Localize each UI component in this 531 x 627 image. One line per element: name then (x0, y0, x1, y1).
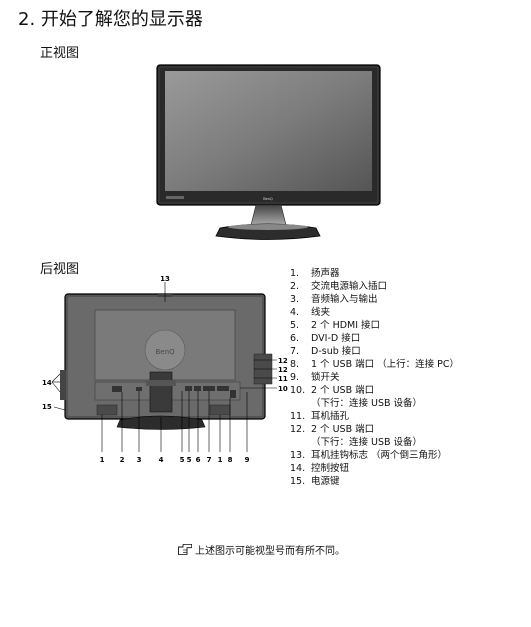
model-note: 上述图示可能视型号而有所不同。 (178, 542, 345, 557)
callout-11: 11 (278, 375, 288, 383)
legend-item: 5.2 个 HDMI 接口 (290, 320, 381, 331)
legend-item: 8.1 个 USB 端口 （上行：连接 PC） (290, 359, 460, 370)
callout-bottom-5a: 5 (180, 456, 185, 464)
legend-item: 7.D-sub 接口 (290, 346, 361, 357)
legend-item: 14.控制按钮 (290, 463, 350, 474)
front-brand-logo: BenQ (263, 197, 273, 201)
legend-item: 12.2 个 USB 端口 (290, 424, 375, 435)
speaker-left (96, 404, 118, 416)
callout-bottom-3: 3 (137, 456, 142, 464)
legend-item: 13.耳机挂钩标志 （两个倒三角形） (290, 450, 448, 461)
note-text: 上述图示可能视型号而有所不同。 (195, 546, 345, 557)
control-buttons (60, 370, 66, 400)
legend-item-continuation: （下行：连接 USB 设备） (311, 437, 423, 448)
callout-15: 15 (42, 403, 52, 411)
callout-12b: 12 (278, 366, 288, 374)
front-view-title: 正视图 (40, 46, 80, 61)
legend-item: 3.音频输入与输出 (290, 294, 378, 305)
front-screen (165, 71, 372, 191)
callout-bottom-5b: 5 (187, 456, 192, 464)
legend-item: 9.锁开关 (290, 372, 340, 383)
callout-bottom-7: 7 (207, 456, 212, 464)
callout-bottom-6: 6 (196, 456, 201, 464)
rear-brand-logo: BenQ (155, 348, 175, 356)
callout-bottom-1b: 1 (218, 456, 223, 464)
callout-bottom-9: 9 (245, 456, 250, 464)
legend-item: 1.扬声器 (290, 268, 340, 279)
parts-legend: 1.扬声器 2.交流电源输入插口 3.音频输入与输出 4.线夹 5.2 个 HD… (290, 267, 525, 488)
callout-bottom-4: 4 (159, 456, 164, 464)
callout-14: 14 (42, 379, 52, 387)
legend-item: 6.DVI-D 接口 (290, 333, 361, 344)
legend-item: 11.耳机插孔 (290, 411, 350, 422)
callout-bottom-1: 1 (100, 456, 105, 464)
pointing-hand-icon (178, 544, 192, 555)
callout-12a: 12 (278, 357, 288, 365)
legend-item: 2.交流电源输入插口 (290, 281, 388, 292)
rear-stand-neck (149, 371, 173, 413)
speaker-right (209, 404, 231, 416)
callout-bottom-8: 8 (228, 456, 233, 464)
legend-item-continuation: （下行：连接 USB 设备） (311, 398, 423, 409)
front-stand-neck (250, 204, 287, 226)
front-view-figure: BenQ (156, 64, 381, 240)
rear-view-title: 后视图 (40, 262, 80, 277)
section-heading: 2. 开始了解您的显示器 (18, 9, 203, 30)
rear-view-figure: BenQ 13 12 12 11 10 14 15 (42, 275, 288, 464)
callout-bottom-2: 2 (120, 456, 125, 464)
callout-13: 13 (160, 275, 170, 283)
callout-10: 10 (278, 385, 288, 393)
legend-item: 10.2 个 USB 端口 (290, 385, 375, 396)
legend-item: 4.线夹 (290, 307, 331, 318)
legend-item: 15.电源键 (290, 476, 340, 487)
